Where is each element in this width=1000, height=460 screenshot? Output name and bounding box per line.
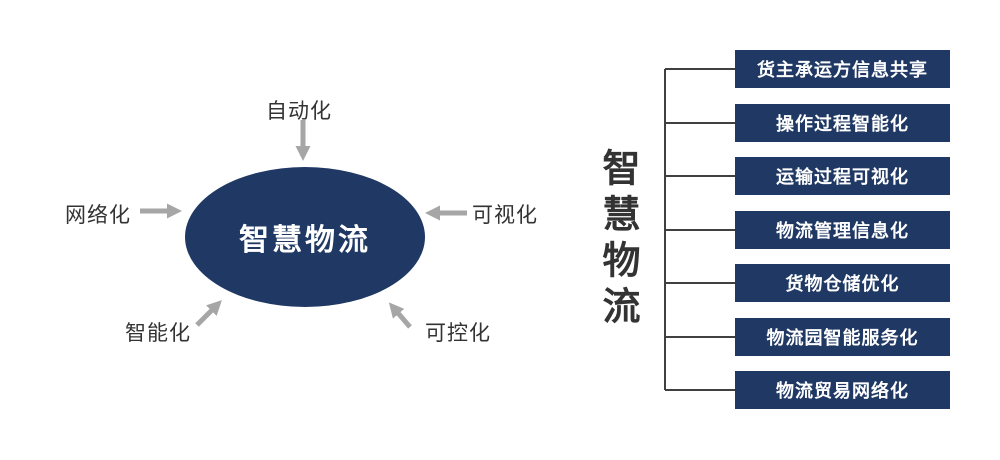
tree-item: 货物仓储优化 bbox=[735, 264, 950, 302]
arrow-bottom-right-icon bbox=[388, 302, 412, 329]
tree-title: 智慧物流 bbox=[596, 148, 638, 332]
tree-item: 物流贸易网络化 bbox=[735, 371, 950, 409]
factor-label-top: 自动化 bbox=[266, 100, 332, 123]
factor-label-left: 网络化 bbox=[65, 204, 131, 227]
arrow-bottom-left-icon bbox=[195, 300, 222, 327]
tree-item: 操作过程智能化 bbox=[735, 104, 950, 142]
center-label: 智慧物流 bbox=[239, 224, 371, 257]
center-ellipse: 智慧物流 bbox=[185, 167, 425, 307]
factor-label-bottom-left: 智能化 bbox=[125, 322, 191, 345]
tree-item: 物流园智能服务化 bbox=[735, 318, 950, 356]
tree-item: 货主承运方信息共享 bbox=[735, 50, 950, 88]
factor-label-bottom-right: 可控化 bbox=[425, 322, 491, 345]
factor-label-right: 可视化 bbox=[472, 204, 538, 227]
tree-item: 物流管理信息化 bbox=[735, 211, 950, 249]
tree-item: 运输过程可视化 bbox=[735, 157, 950, 195]
